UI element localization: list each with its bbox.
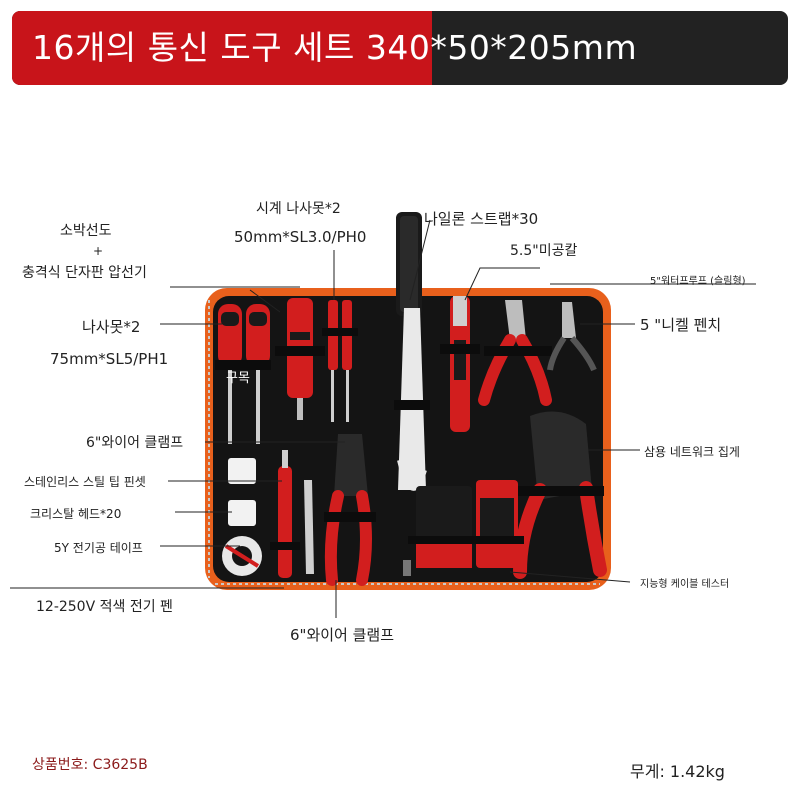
carry-strap	[396, 212, 422, 316]
label-screwdriver-line2: 75mm*SL5/PH1	[50, 350, 169, 368]
label-water-pump-pliers: 5"워터프루프 (슬림형)	[650, 276, 746, 287]
punch-down-tool	[275, 298, 325, 420]
label-wire-clamp-bottom: 6"와이어 클램프	[290, 626, 395, 644]
label-handle-print: 구목	[226, 371, 250, 386]
banner-red-band	[12, 11, 432, 85]
label-utility-knife: 5.5"미공칼	[510, 243, 578, 259]
label-crimper: 삼용 네트워크 집게	[644, 445, 740, 459]
label-wire-cutter-plus: +	[93, 244, 104, 258]
label-crystal-heads: 크리스탈 헤드*20	[30, 507, 122, 521]
crimping-tool	[512, 411, 607, 579]
label-nylon-strap: 나일론 스트랩*30	[424, 210, 539, 228]
label-nickel-pliers: 5 "니켈 펜치	[640, 316, 722, 334]
cable-tester	[408, 480, 524, 568]
electrical-tape	[222, 536, 262, 576]
utility-knife	[440, 296, 480, 432]
crystal-heads	[228, 458, 256, 526]
label-cable-tester: 지능형 케이블 테스터	[640, 579, 730, 590]
banner-title: 16개의 통신 도구 세트 340*50*205mm	[32, 28, 638, 67]
label-voltage-pen: 12-250V 적색 전기 펜	[36, 599, 173, 615]
label-wire-cutter-line2: 충격식 단자판 압선기	[22, 265, 147, 281]
callout-lines	[10, 219, 756, 618]
label-wire-cutter-line1: 소박선도	[60, 223, 112, 239]
label-wire-clamp-top: 6"와이어 클램프	[86, 435, 184, 451]
screwdriver-pair	[215, 304, 271, 444]
watch-screwdrivers	[322, 300, 358, 422]
label-electrical-tape: 5Y 전기공 테이프	[54, 541, 143, 555]
label-stainless-tweezers: 스테인리스 스틸 팁 핀셋	[24, 475, 146, 489]
label-watch-screwdriver-line2: 50mm*SL3.0/PH0	[234, 228, 367, 246]
voltage-pen	[270, 450, 300, 578]
product-weight: 무게: 1.42kg	[630, 762, 725, 781]
zip-ties	[394, 308, 430, 491]
needle-nose-pliers	[547, 302, 597, 372]
label-screwdriver-line1: 나사못*2	[82, 318, 141, 336]
tweezers	[304, 480, 314, 574]
product-code: 상품번호: C3625B	[32, 757, 148, 773]
side-cutter-pliers	[478, 300, 552, 406]
title-banner: 16개의 통신 도구 세트 340*50*205mm	[12, 11, 788, 85]
wire-stripper	[324, 434, 376, 586]
label-watch-screwdriver-line1: 시계 나사못*2	[256, 201, 341, 217]
